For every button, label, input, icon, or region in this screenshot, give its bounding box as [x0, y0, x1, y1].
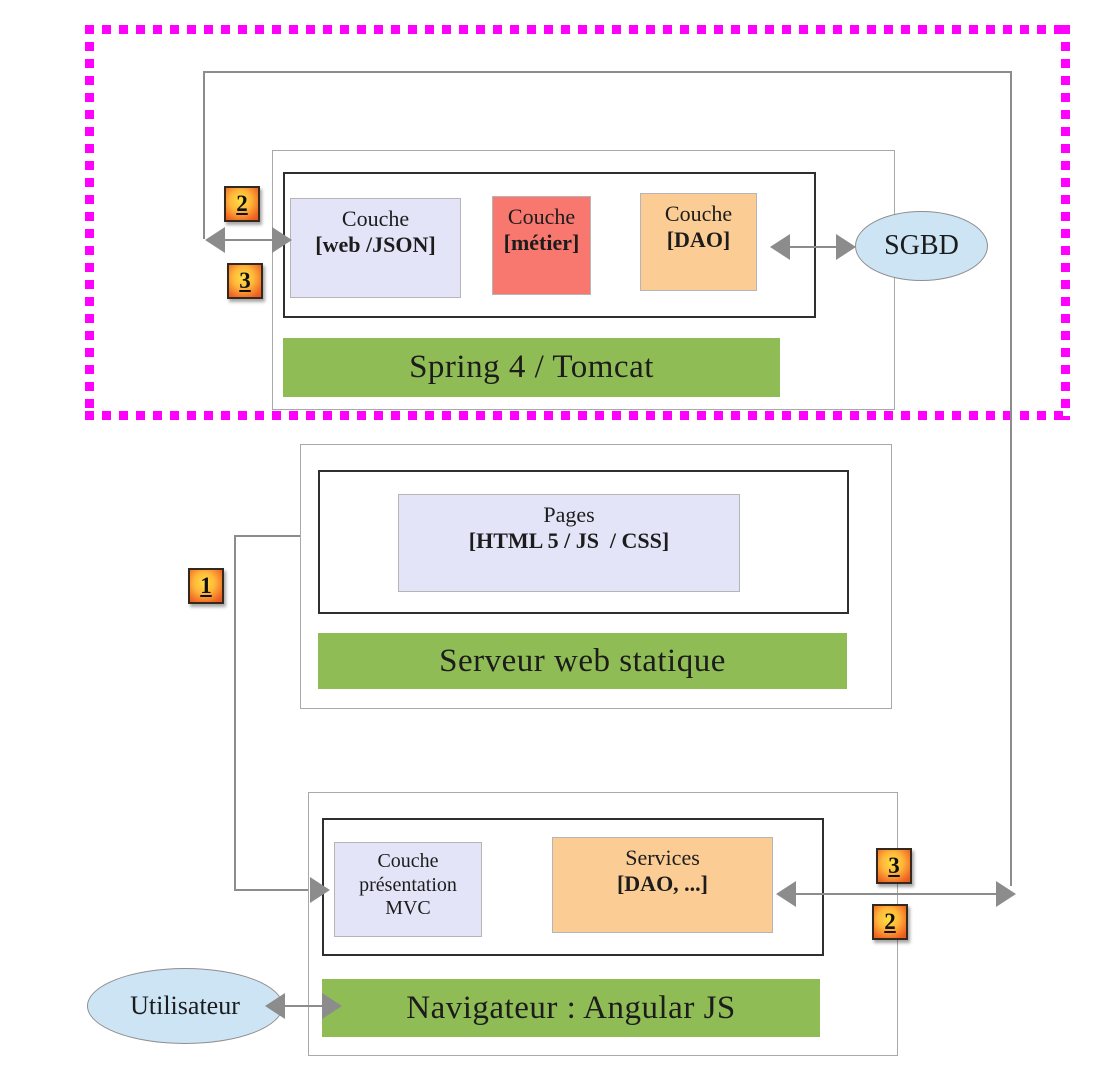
arrow-user-left-head	[265, 993, 285, 1019]
badge-1-label: 1	[200, 573, 212, 598]
arrow-web-left-head	[205, 227, 225, 253]
layer-presentation-line3: MVC	[385, 897, 431, 920]
layer-dao-tech: [DAO]	[666, 226, 731, 252]
services-box: Services [DAO, ...]	[552, 837, 773, 933]
highlight-border-bottom	[85, 411, 1070, 420]
sgbd-ellipse: SGBD	[855, 211, 988, 281]
sgbd-label: SGBD	[884, 230, 959, 261]
layer-dao-box: Couche [DAO]	[640, 193, 757, 291]
connector-1-horizontal-bottom	[234, 889, 312, 891]
layer-metier-name: Couche	[507, 204, 576, 229]
layer-web-json-tech: [web /JSON]	[315, 231, 436, 257]
arrow-dao-sgbd-line	[782, 246, 842, 248]
badge-3-browser-label: 3	[888, 853, 900, 878]
layer-metier-box: Couche [métier]	[492, 196, 591, 295]
badge-2-browser: 2	[872, 904, 908, 940]
utilisateur-label: Utilisateur	[130, 991, 240, 1020]
highlight-border-left	[85, 25, 94, 420]
badge-3-spring: 3	[227, 263, 263, 299]
arrow-web-line	[215, 239, 277, 241]
pages-tech: [HTML 5 / JS / CSS]	[468, 527, 670, 553]
connector-top-left-vertical	[203, 72, 205, 239]
badge-3-browser: 3	[876, 848, 912, 884]
highlight-border-right	[1061, 25, 1070, 420]
arrow-user-line	[276, 1005, 326, 1007]
badge-2-browser-label: 2	[884, 909, 896, 934]
pages-name: Pages	[543, 502, 595, 527]
browser-title: Navigateur : Angular JS	[406, 989, 736, 1026]
arrow-services-left-head	[776, 881, 796, 907]
layer-dao-name: Couche	[664, 201, 733, 226]
static-server-title-bar: Serveur web statique	[318, 633, 847, 689]
highlight-border-top	[85, 25, 1070, 34]
arrow-services-right-head	[996, 881, 1016, 907]
layer-presentation-line2: présentation	[359, 873, 457, 896]
services-tech: [DAO, ...]	[616, 870, 709, 896]
arrow-web-right-head	[272, 227, 292, 253]
browser-title-bar: Navigateur : Angular JS	[322, 979, 820, 1037]
utilisateur-ellipse: Utilisateur	[87, 968, 283, 1044]
connector-right-vertical	[1010, 71, 1012, 886]
badge-2-spring: 2	[224, 186, 260, 222]
layer-presentation-box: Couche présentation MVC	[334, 842, 482, 937]
arrow-dao-sgbd-right-head	[836, 234, 856, 260]
layer-presentation-line1: Couche	[377, 850, 439, 872]
connector-top-horizontal	[203, 71, 1012, 73]
connector-1-arrow-head	[310, 877, 330, 903]
layer-web-json-box: Couche [web /JSON]	[290, 198, 461, 298]
static-server-title: Serveur web statique	[439, 642, 726, 679]
badge-1: 1	[188, 568, 224, 604]
layer-web-json-name: Couche	[341, 206, 410, 231]
arrow-services-line	[786, 893, 1000, 895]
badge-3-spring-label: 3	[239, 268, 251, 293]
arrow-dao-sgbd-left-head	[770, 234, 790, 260]
connector-1-vertical	[234, 535, 236, 891]
layer-metier-tech: [métier]	[503, 229, 580, 255]
arrow-user-right-head	[322, 993, 342, 1019]
pages-box: Pages [HTML 5 / JS / CSS]	[398, 494, 740, 592]
badge-2-spring-label: 2	[236, 191, 248, 216]
spring-title: Spring 4 / Tomcat	[409, 349, 654, 385]
spring-title-bar: Spring 4 / Tomcat	[283, 338, 780, 397]
services-name: Services	[625, 845, 700, 870]
